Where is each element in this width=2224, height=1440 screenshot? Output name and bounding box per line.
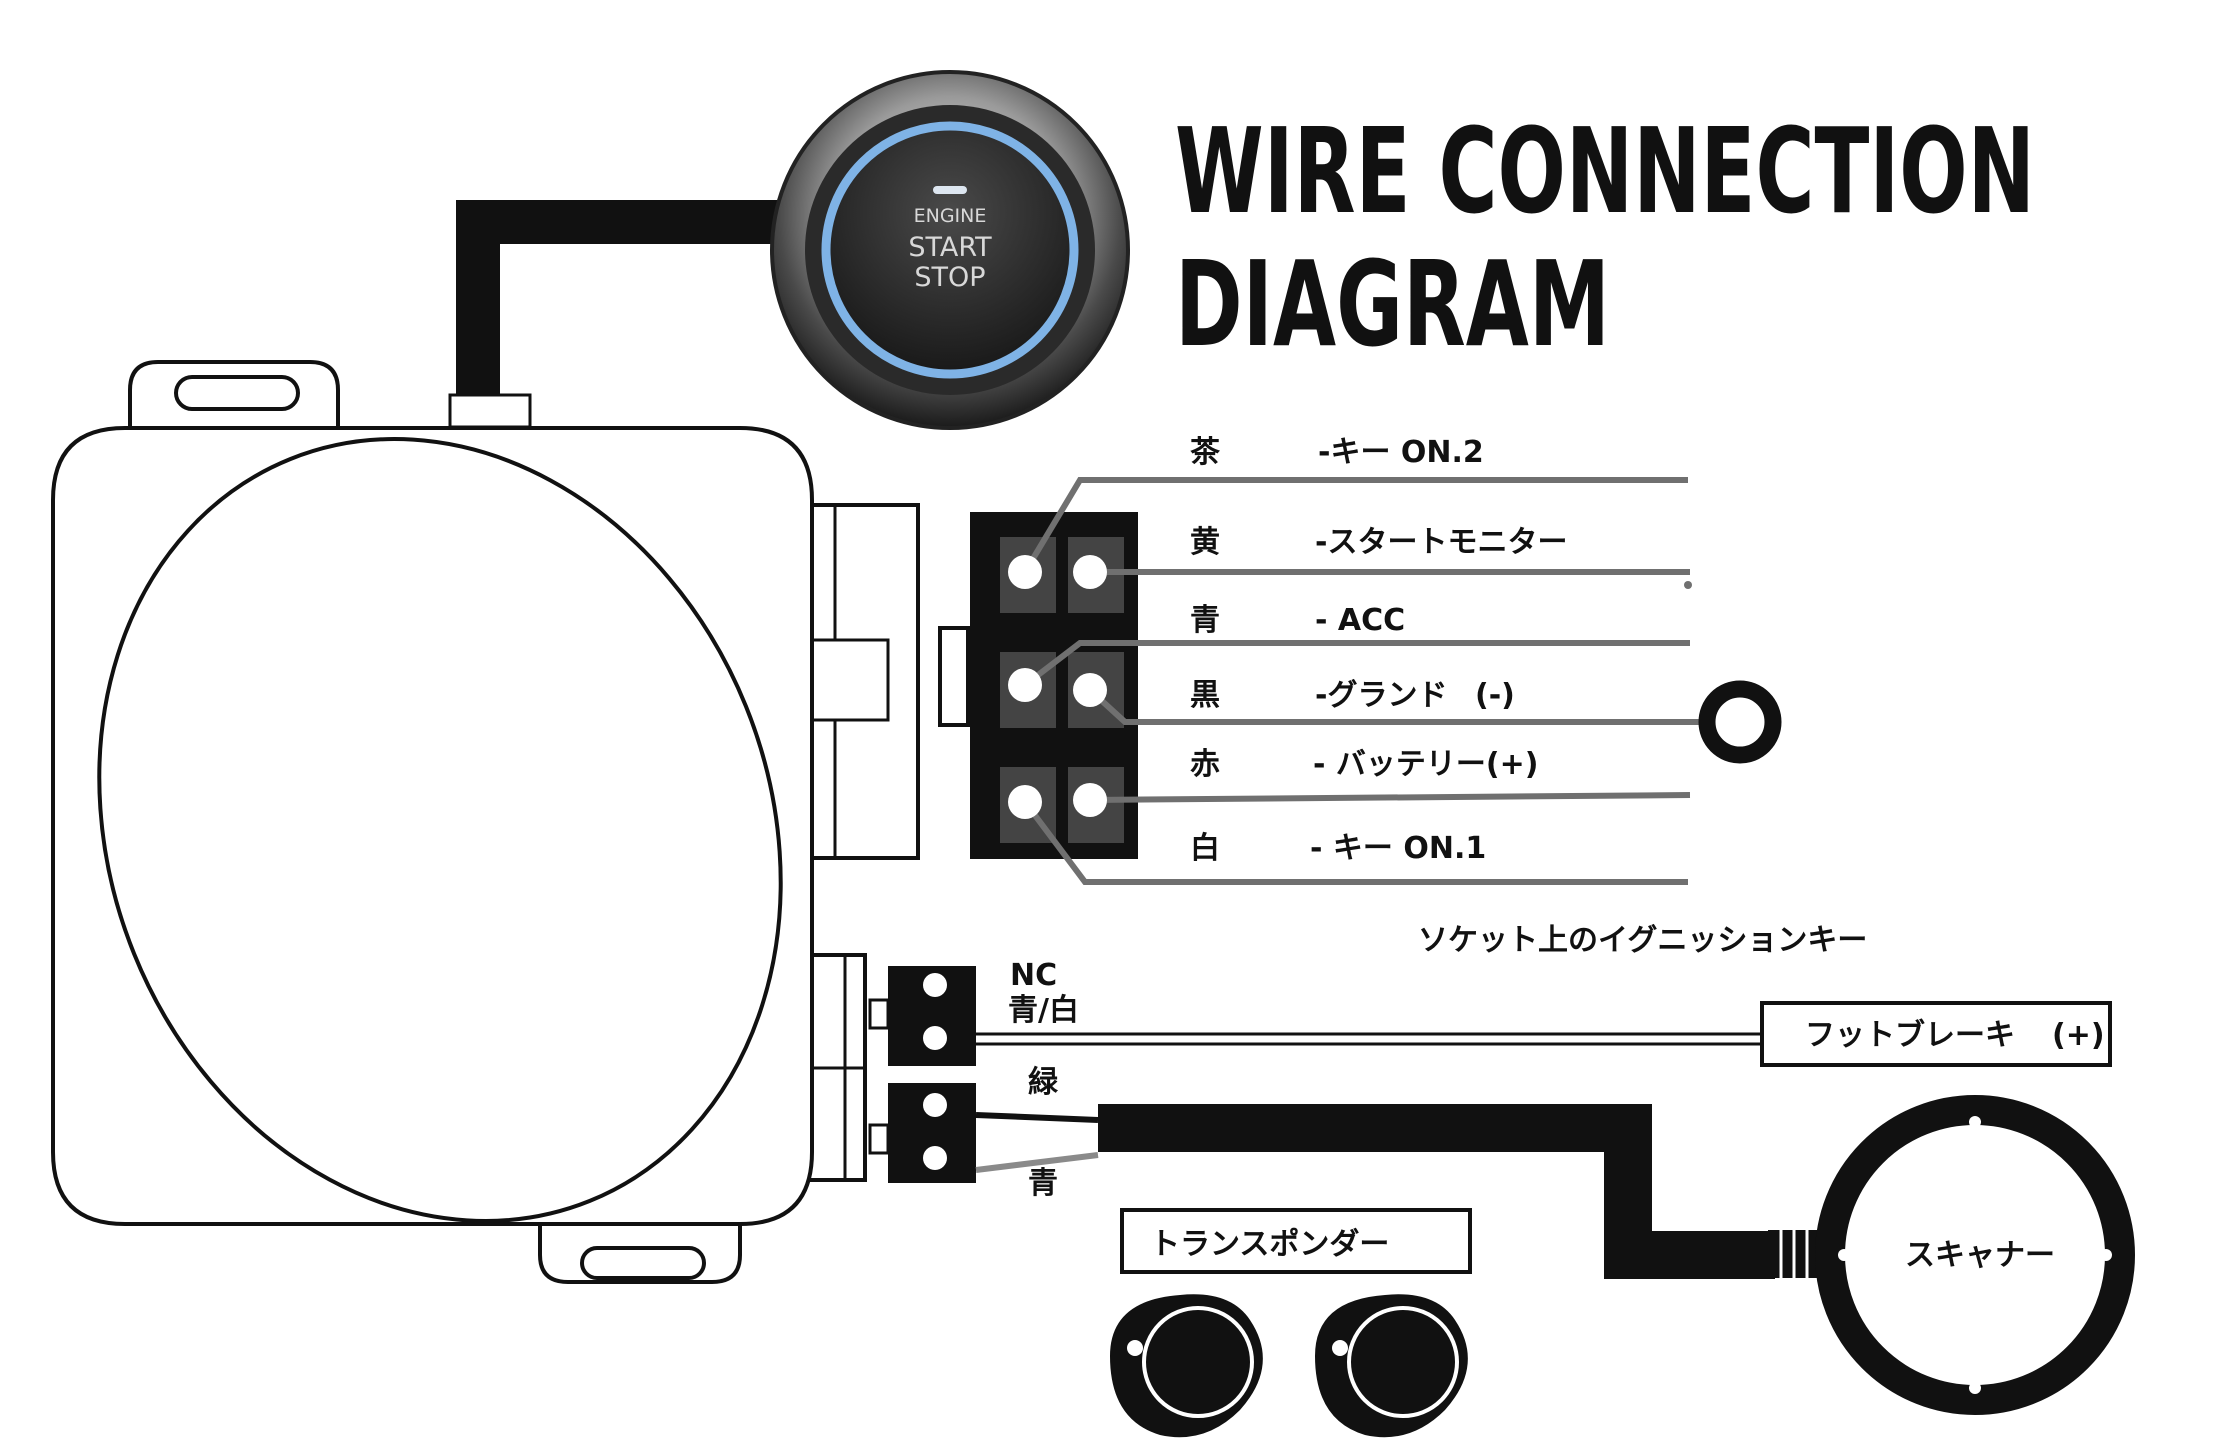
wire-color-5: 白 <box>1190 831 1220 866</box>
wire-color-0: 茶 <box>1190 435 1221 470</box>
scanner-top-label: 緑 <box>1028 1065 1059 1100</box>
brake-wire-label: 青/白 <box>1008 993 1079 1028</box>
pin-red <box>1073 783 1107 817</box>
transponder-tag-2 <box>1315 1294 1468 1438</box>
wire-label-2: - ACC <box>1315 603 1405 638</box>
transponder-tag-1 <box>1110 1294 1263 1438</box>
pin-blue <box>1008 668 1042 702</box>
transponder-label-box: トランスポンダー <box>1120 1208 1472 1274</box>
scanner-connector <box>868 1083 1820 1279</box>
diagram-title: WIRE CONNECTION DIAGRAM <box>1175 102 2035 373</box>
wire-label-5: - キー ON.1 <box>1310 831 1486 866</box>
control-unit <box>51 360 920 1284</box>
wire-label-0: -キー ON.2 <box>1318 435 1484 470</box>
pin-yellow <box>1073 555 1107 589</box>
wire-color-3: 黒 <box>1190 678 1220 713</box>
wire-brown <box>1022 477 1688 574</box>
wire-red <box>1089 792 1691 803</box>
connector-wire-bundle <box>1022 477 1705 885</box>
scanner-label: スキャナー <box>1905 1238 2055 1273</box>
start-button-cable <box>448 200 820 429</box>
unit-oval-face <box>97 437 783 1223</box>
ground-ring-terminal-icon <box>1698 680 1782 764</box>
button-text-start: START <box>908 232 992 263</box>
pin-white <box>1008 785 1042 819</box>
brake-connector <box>868 966 1760 1066</box>
foot-brake-label: フットブレーキ <box>1805 1018 2015 1053</box>
pin-black <box>1073 673 1107 707</box>
transponder-label: トランスポンダー <box>1150 1227 1389 1262</box>
wire-label-4: - バッテリー(+) <box>1313 747 1538 782</box>
scanner-bottom-label: 青 <box>1028 1166 1058 1201</box>
wire-white <box>1022 800 1688 885</box>
engine-start-stop-button: ENGINE START STOP <box>770 70 1130 430</box>
foot-brake-box: フットブレーキ (+) <box>1760 1001 2112 1067</box>
wire-color-2: 青 <box>1190 603 1220 638</box>
wire-color-4: 赤 <box>1190 747 1220 782</box>
wire-blue <box>1023 640 1690 688</box>
wire-suffix-3: (-) <box>1475 678 1515 713</box>
title-line-1: WIRE CONNECTION <box>1175 102 2035 240</box>
wire-label-3: -グランド <box>1315 678 1447 713</box>
indicator-led-icon <box>933 186 967 194</box>
button-text-engine: ENGINE <box>914 205 987 227</box>
button-text-stop: STOP <box>914 262 985 293</box>
scanner-ring: スキャナー <box>1815 1095 2135 1415</box>
wire-label-1: -スタートモニター <box>1315 525 1567 560</box>
foot-brake-suffix: (+) <box>2052 1018 2105 1053</box>
socket-note: ソケット上のイグニッションキー <box>1418 923 1867 958</box>
title-line-2: DIAGRAM <box>1175 235 1610 373</box>
pin-brown <box>1008 555 1042 589</box>
connector-wire-labels: 茶 -キー ON.2 黄 -スタートモニター 青 - ACC 黒 -グランド (… <box>1190 435 1867 958</box>
brake-nc-label: NC <box>1010 958 1057 993</box>
wire-color-1: 黄 <box>1190 525 1220 560</box>
